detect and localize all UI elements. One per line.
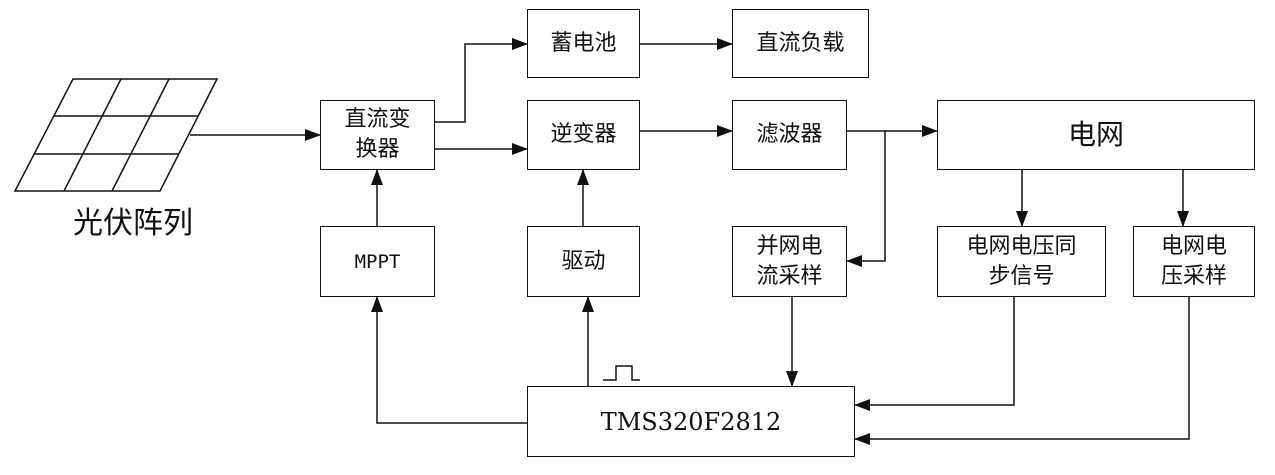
- arrow-converter-to-battery: [435, 38, 528, 123]
- mppt-block: MPPT: [320, 226, 435, 297]
- grid-current-sampling-block: 并网电 流采样: [732, 226, 847, 297]
- pv-array-icon: [13, 78, 219, 192]
- pwm-pulse-icon: [603, 365, 640, 381]
- arrow-voltage-sampling-to-controller: [854, 297, 1190, 445]
- inverter-block: 逆变器: [527, 100, 640, 170]
- grid-voltage-sync-block: 电网电压同 步信号: [937, 226, 1106, 297]
- controller-block: TMS320F2812: [527, 386, 855, 457]
- dc-converter-block: 直流变 换器: [320, 100, 435, 170]
- grid-voltage-sampling-block: 电网电 压采样: [1133, 226, 1255, 297]
- filter-block: 滤波器: [732, 100, 847, 170]
- driver-block: 驱动: [527, 226, 640, 297]
- grid-block: 电网: [937, 100, 1255, 170]
- battery-block: 蓄电池: [527, 9, 640, 78]
- pv-array-label: 光伏阵列: [73, 206, 193, 241]
- arrow-voltage-sync-to-controller: [854, 297, 1015, 411]
- arrow-controller-to-mppt: [371, 296, 527, 424]
- dc-load-block: 直流负载: [732, 9, 869, 78]
- arrow-filter-to-current-sampling: [846, 131, 886, 267]
